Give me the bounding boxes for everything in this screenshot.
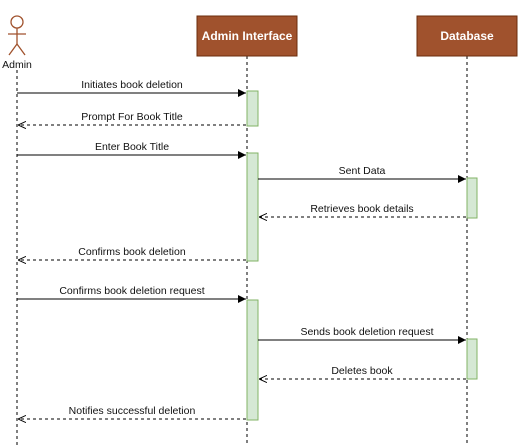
message-confirms-book-deletion-request: Confirms book deletion request <box>17 285 246 303</box>
message-confirms-book-deletion: Confirms book deletion <box>18 246 246 260</box>
message-deletes-book: Deletes book <box>259 365 466 379</box>
message-enter-book-title: Enter Book Title <box>17 141 246 159</box>
admin-interface-header: Admin Interface <box>196 15 298 57</box>
admin-interface-title: Admin Interface <box>202 29 293 43</box>
admin-actor-icon <box>8 15 26 56</box>
message-label: Confirms book deletion request <box>59 285 204 297</box>
message-label: Confirms book deletion <box>78 246 186 258</box>
message-sent-data: Sent Data <box>258 165 466 183</box>
message-label: Retrieves book details <box>310 203 413 215</box>
message-label: Notifies successful deletion <box>69 405 196 417</box>
message-label: Enter Book Title <box>95 141 169 153</box>
message-label: Sends book deletion request <box>300 326 433 338</box>
actor-label: Admin <box>2 59 32 71</box>
message-label: Sent Data <box>339 165 386 177</box>
message-label: Initiates book deletion <box>81 79 183 91</box>
message-prompt-for-book-title: Prompt For Book Title <box>18 111 246 125</box>
message-initiates-book-deletion: Initiates book deletion <box>17 79 246 97</box>
message-label: Deletes book <box>331 365 393 377</box>
activation-bar <box>466 177 478 219</box>
database-title: Database <box>440 29 494 43</box>
message-retrieves-book-details: Retrieves book details <box>259 203 466 217</box>
message-notifies-successful-deletion: Notifies successful deletion <box>18 405 246 419</box>
database-header: Database <box>416 15 518 57</box>
activation-bar <box>246 152 259 262</box>
activation-bar <box>246 90 259 127</box>
activation-bar <box>246 299 259 421</box>
activation-bar <box>466 338 478 380</box>
message-label: Prompt For Book Title <box>81 111 183 123</box>
message-sends-book-deletion-request: Sends book deletion request <box>258 326 466 344</box>
